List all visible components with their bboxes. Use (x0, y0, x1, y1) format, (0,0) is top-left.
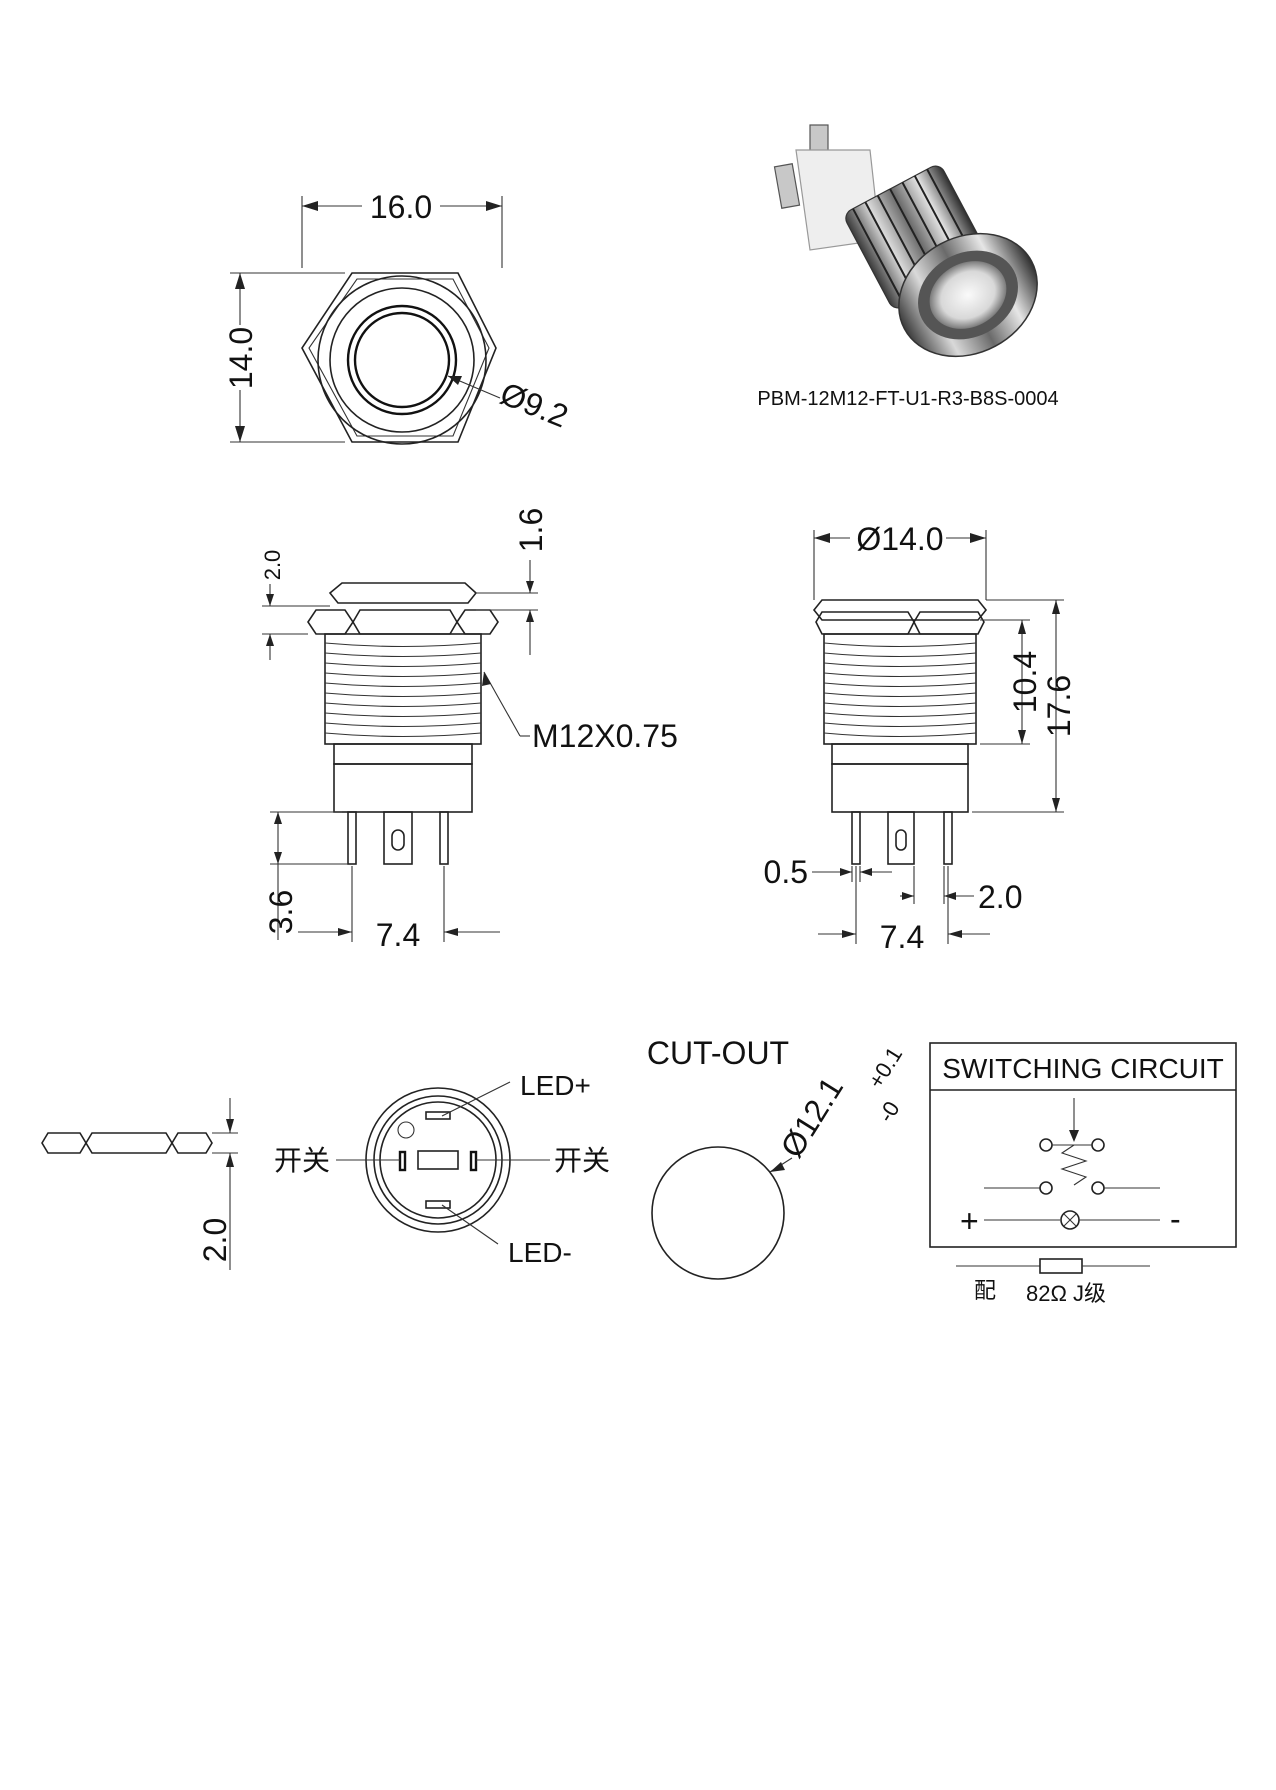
led-minus-label: LED- (508, 1237, 572, 1268)
rear-side-view: Ø14.0 10.4 17.6 0.5 2.0 (764, 521, 1077, 955)
part-number: PBM-12M12-FT-U1-R3-B8S-0004 (757, 388, 1058, 410)
front-height-dim: 14.0 (223, 327, 259, 389)
terminal-width-dim: 2.0 (978, 879, 1022, 915)
head-thickness-dim: 1.6 (513, 508, 549, 552)
circuit-plus: + (960, 1203, 979, 1239)
nut-side-view: 2.0 (41, 1098, 238, 1270)
resistor-value: 82Ω J级 (1026, 1281, 1106, 1306)
side-terminal-pitch-dim: 7.4 (376, 917, 420, 953)
front-view: 16.0 14.0 Ø9.2 (223, 189, 573, 445)
circuit-title: SWITCHING CIRCUIT (942, 1053, 1224, 1084)
cutout-tolerance-plus: +0.1 (863, 1043, 907, 1093)
thread-spec: M12X0.75 (532, 718, 678, 754)
terminal-length-dim: 3.6 (263, 890, 299, 934)
resistor-prefix: 配 (974, 1278, 996, 1303)
side-view: 2.0 1.6 M12X0.75 3.6 7.4 (260, 508, 678, 953)
front-width-dim: 16.0 (370, 189, 432, 225)
total-length-dim: 17.6 (1041, 675, 1077, 737)
thread-length-dim: 10.4 (1007, 651, 1043, 713)
switch-right-label: 开关 (554, 1145, 610, 1176)
terminal-view: LED+ LED- 开关 开关 (274, 1070, 610, 1268)
cutout-tolerance-minus: -0 (873, 1097, 905, 1127)
cutout-title: CUT-OUT (647, 1035, 789, 1071)
nut-side-thickness-dim: 2.0 (197, 1218, 233, 1262)
terminal-thickness-dim: 0.5 (764, 854, 808, 890)
rear-terminal-pitch-dim: 7.4 (880, 919, 924, 955)
photo-lens (929, 261, 1007, 329)
switch-left-label: 开关 (274, 1145, 330, 1176)
switching-circuit: SWITCHING CIRCUIT + - 配 82Ω J级 (929, 1042, 1237, 1306)
circuit-minus: - (1170, 1201, 1181, 1237)
nut-thickness-dim: 2.0 (260, 550, 285, 581)
product-photo: PBM-12M12-FT-U1-R3-B8S-0004 (757, 124, 1059, 410)
cutout-diameter-dim: Ø12.1 (773, 1071, 850, 1164)
photo-terminal (773, 163, 801, 209)
head-diameter-dim: Ø14.0 (856, 521, 943, 557)
led-plus-label: LED+ (520, 1070, 591, 1101)
cutout-view: CUT-OUT Ø12.1 +0.1 -0 (647, 1035, 907, 1280)
lens-diameter-dim: Ø9.2 (495, 375, 573, 434)
